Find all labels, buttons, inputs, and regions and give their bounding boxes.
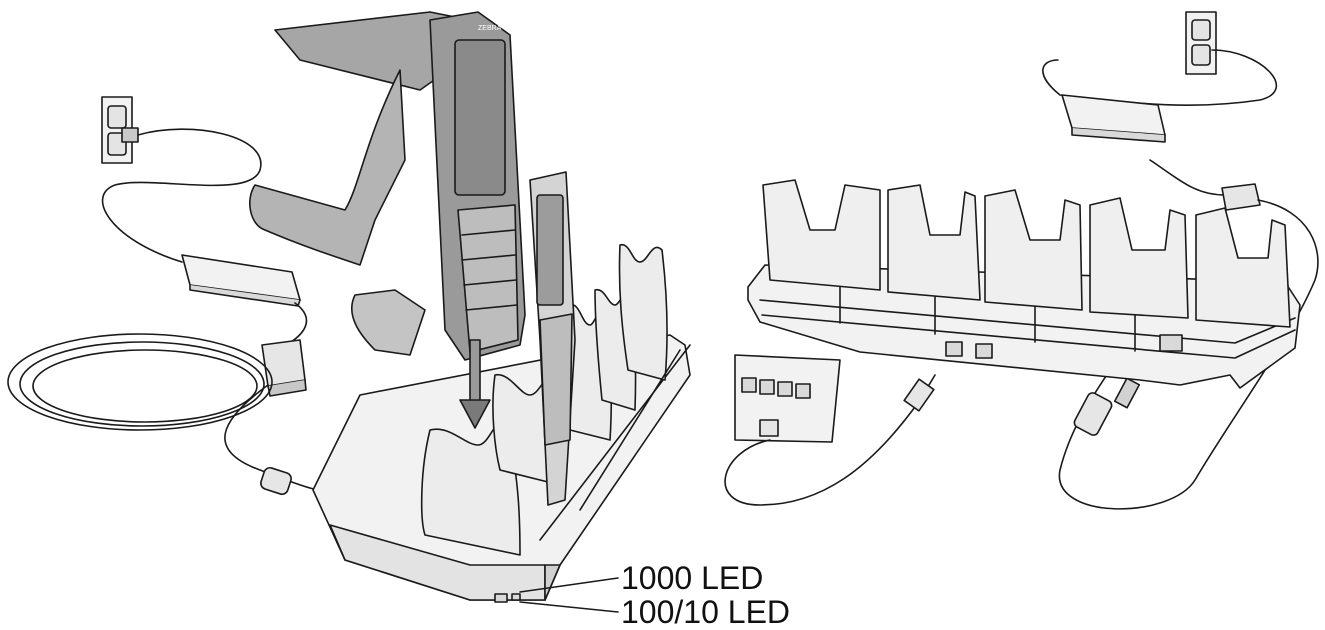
- power-plug-right: [1073, 378, 1140, 437]
- zebra-logo-mark: ZEBRA: [478, 25, 502, 32]
- cable-junction-right: [1222, 184, 1260, 210]
- led-100-10-label: 100/10 LED: [621, 596, 790, 628]
- dc-cable-right: [1150, 160, 1225, 195]
- power-supply-right: [1062, 95, 1165, 142]
- wall-outlet-left: [102, 97, 138, 163]
- power-supply-left: [182, 255, 300, 306]
- dc-cable-left: [286, 303, 306, 345]
- ferrite-bead-left: [259, 466, 292, 496]
- five-slot-cradle-right: [748, 180, 1300, 388]
- ethernet-port-inset: [735, 355, 840, 442]
- wall-outlet-right: [1186, 12, 1216, 74]
- coiled-cable-left: [8, 334, 272, 430]
- led-100-leader: [520, 602, 618, 612]
- led-1000-label: 1000 LED: [621, 562, 763, 594]
- mobile-computer-with-trigger-handle: [250, 12, 525, 360]
- cable-junction-left: [262, 340, 306, 396]
